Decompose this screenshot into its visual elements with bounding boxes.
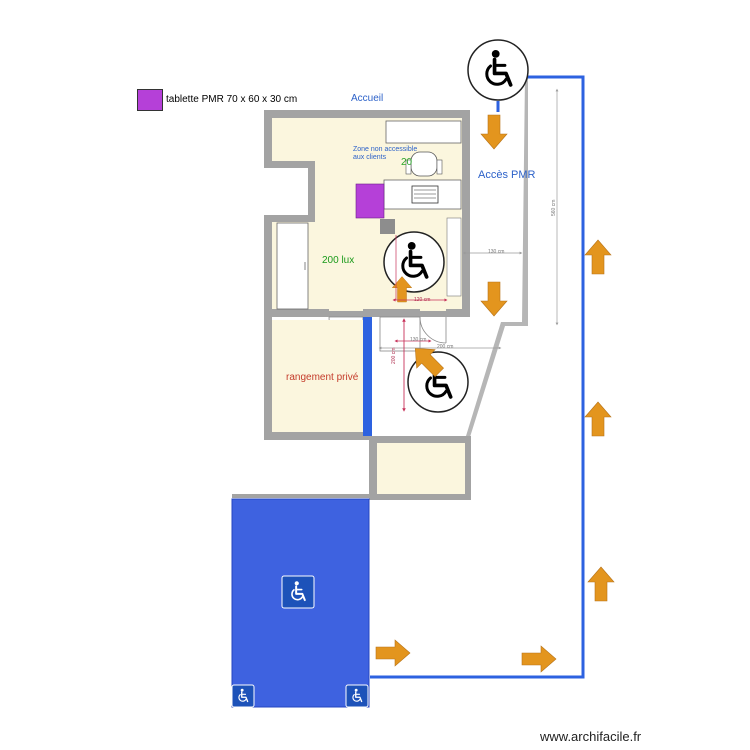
- dim-label: 130 cm: [488, 249, 505, 255]
- arrow-down-icon: [480, 114, 508, 150]
- wheelchair-icon: [281, 575, 315, 609]
- wheelchair-icon: [231, 684, 255, 708]
- arrow-down-icon: [480, 281, 508, 317]
- annex-room: [369, 436, 471, 500]
- dim-label: 200 cm: [437, 344, 454, 350]
- wheelchair-icon: [407, 351, 469, 413]
- wheelchair-icon: [345, 684, 369, 708]
- dim-label: 200 cm: [391, 347, 397, 364]
- label-rangement: rangement privé: [286, 372, 359, 383]
- counter-top: [385, 120, 462, 144]
- zone-line-2: aux clients: [353, 153, 387, 161]
- cash-register: [411, 185, 439, 204]
- dimension-lines: [378, 88, 559, 412]
- arrow-right-icon: [375, 639, 411, 667]
- arrow-up-icon: [584, 239, 612, 275]
- parking-border: [232, 494, 469, 498]
- legend-swatch: [137, 89, 163, 111]
- right-shelf: [446, 217, 462, 297]
- watermark: www.archifacile.fr: [540, 729, 642, 744]
- chair: [405, 151, 443, 177]
- dim-label: 130 cm: [410, 337, 427, 343]
- storage-room: [264, 317, 369, 440]
- wheelchair-icon: [383, 231, 445, 293]
- wheelchair-icon: [467, 39, 529, 101]
- pmr-path: [370, 75, 585, 679]
- dim-label: 560 cm: [551, 199, 557, 216]
- arrow-up-icon: [587, 566, 615, 602]
- zone-line-1: Zone non accessible: [353, 146, 418, 153]
- label-acces-pmr: Accès PMR: [478, 169, 536, 181]
- door-right: [379, 316, 447, 352]
- square-post: [380, 219, 395, 234]
- label-zone-non-accessible: Zone non accessible aux clients: [353, 146, 417, 161]
- label-lux-partial: 20: [401, 157, 413, 168]
- tablette-pmr: [355, 183, 385, 219]
- side-shelf: [276, 222, 309, 310]
- legend-label: tablette PMR 70 x 60 x 30 cm: [166, 94, 298, 105]
- label-accueil: Accueil: [351, 93, 384, 104]
- parking-space: [231, 498, 370, 708]
- dim-label: 120 cm: [414, 297, 431, 303]
- blue-door-wall: [363, 317, 372, 436]
- label-lux-main: 200 lux: [322, 255, 355, 266]
- arrow-up-icon: [584, 401, 612, 437]
- arrow-right-icon: [521, 645, 557, 673]
